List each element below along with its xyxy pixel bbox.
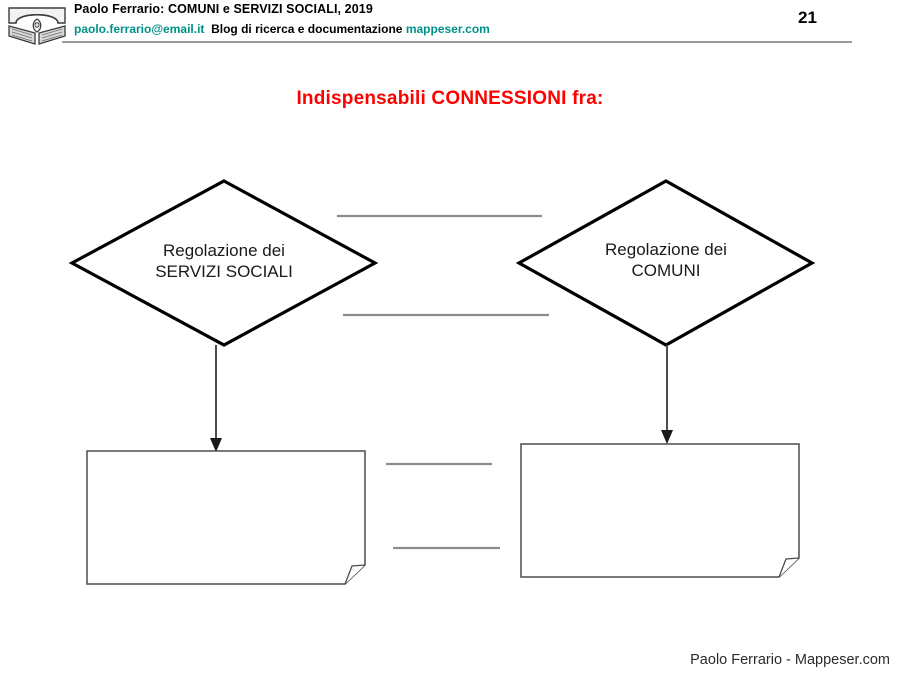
slide-footer: Paolo Ferrario - Mappeser.com: [690, 652, 890, 668]
slide-title: Indispensabili CONNESSIONI fra:: [296, 88, 604, 109]
right-document-box-fold: [778, 557, 800, 578]
left-diamond-label-line1: Regolazione dei: [163, 241, 285, 260]
header-site-link[interactable]: mappeser.com: [405, 22, 490, 36]
right-diamond-label-line1: Regolazione dei: [605, 240, 727, 259]
right-diamond-label: Regolazione dei COMUNI: [556, 239, 776, 281]
left-diamond-label-line2: SERVIZI SOCIALI: [155, 262, 293, 281]
left-document-box-shape: [86, 450, 366, 585]
page-number: 21: [798, 8, 817, 27]
left-arrow-head: [210, 438, 222, 452]
left-diamond-label: Regolazione dei SERVIZI SOCIALI: [110, 240, 338, 282]
header-title: Paolo Ferrario: COMUNI e SERVIZI SOCIALI…: [74, 2, 373, 16]
right-arrow-head: [661, 430, 673, 444]
header-subtitle-row: paolo.ferrario@email.it Blog di ricerca …: [74, 22, 490, 36]
header-subtitle-text: Blog di ricerca e documentazione: [211, 22, 403, 36]
slide-header: Paolo Ferrario: COMUNI e SERVIZI SOCIALI…: [0, 0, 900, 48]
header-email-link[interactable]: paolo.ferrario@email.it: [74, 22, 205, 36]
right-diamond-label-line2: COMUNI: [631, 261, 701, 280]
left-document-box-fold: [344, 564, 366, 585]
open-book-logo-icon: [6, 3, 68, 47]
header-divider: [62, 41, 852, 43]
right-document-box-shape: [520, 443, 800, 578]
